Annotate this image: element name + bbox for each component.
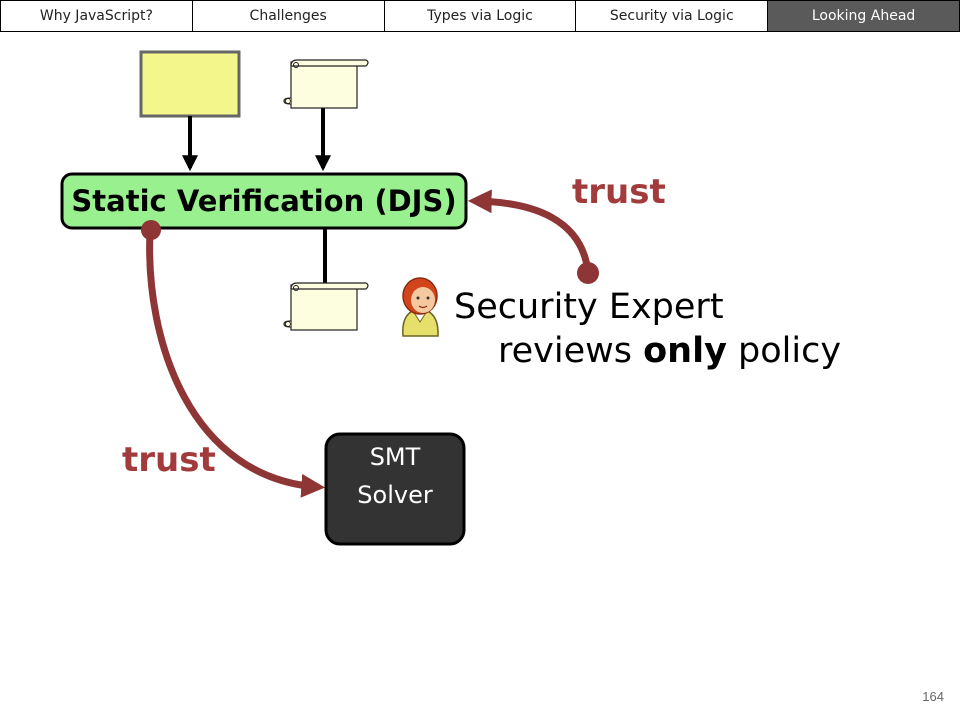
reviews-emphasis: only — [643, 331, 727, 371]
section-nav: Why JavaScript? Challenges Types via Log… — [0, 0, 960, 32]
trust-label-expert: trust — [572, 172, 666, 212]
tab-why-javascript[interactable]: Why JavaScript? — [1, 1, 193, 31]
scroll-icon — [283, 282, 369, 331]
program-input-box — [139, 50, 241, 118]
verifier-trust-dot — [141, 220, 161, 240]
tab-looking-ahead[interactable]: Looking Ahead — [768, 1, 959, 31]
tab-types-via-logic[interactable]: Types via Logic — [385, 1, 577, 31]
security-expert-icon — [402, 277, 439, 337]
smt-solver-label: SMT Solver — [326, 434, 464, 544]
reviews-policy-label: reviews only policy — [498, 331, 841, 371]
smt-line: SMT — [369, 443, 421, 471]
solver-trust-arrow — [146, 231, 326, 498]
expert-trust-dot — [577, 262, 599, 284]
static-verification-box — [60, 172, 468, 230]
solver-line: Solver — [357, 481, 433, 509]
trust-label-solver: trust — [122, 440, 216, 480]
reviews-suffix: policy — [726, 331, 842, 371]
tab-security-via-logic[interactable]: Security via Logic — [576, 1, 769, 31]
reviews-prefix: reviews — [498, 331, 644, 371]
expert-trust-arrow — [467, 189, 592, 273]
tab-challenges[interactable]: Challenges — [193, 1, 385, 31]
smt-solver-box — [324, 432, 466, 546]
static-verification-label: Static Verification (DJS) — [71, 184, 457, 218]
page-number: 164 — [922, 689, 944, 704]
scroll-icon — [283, 59, 369, 109]
security-expert-label: Security Expert — [454, 287, 724, 327]
